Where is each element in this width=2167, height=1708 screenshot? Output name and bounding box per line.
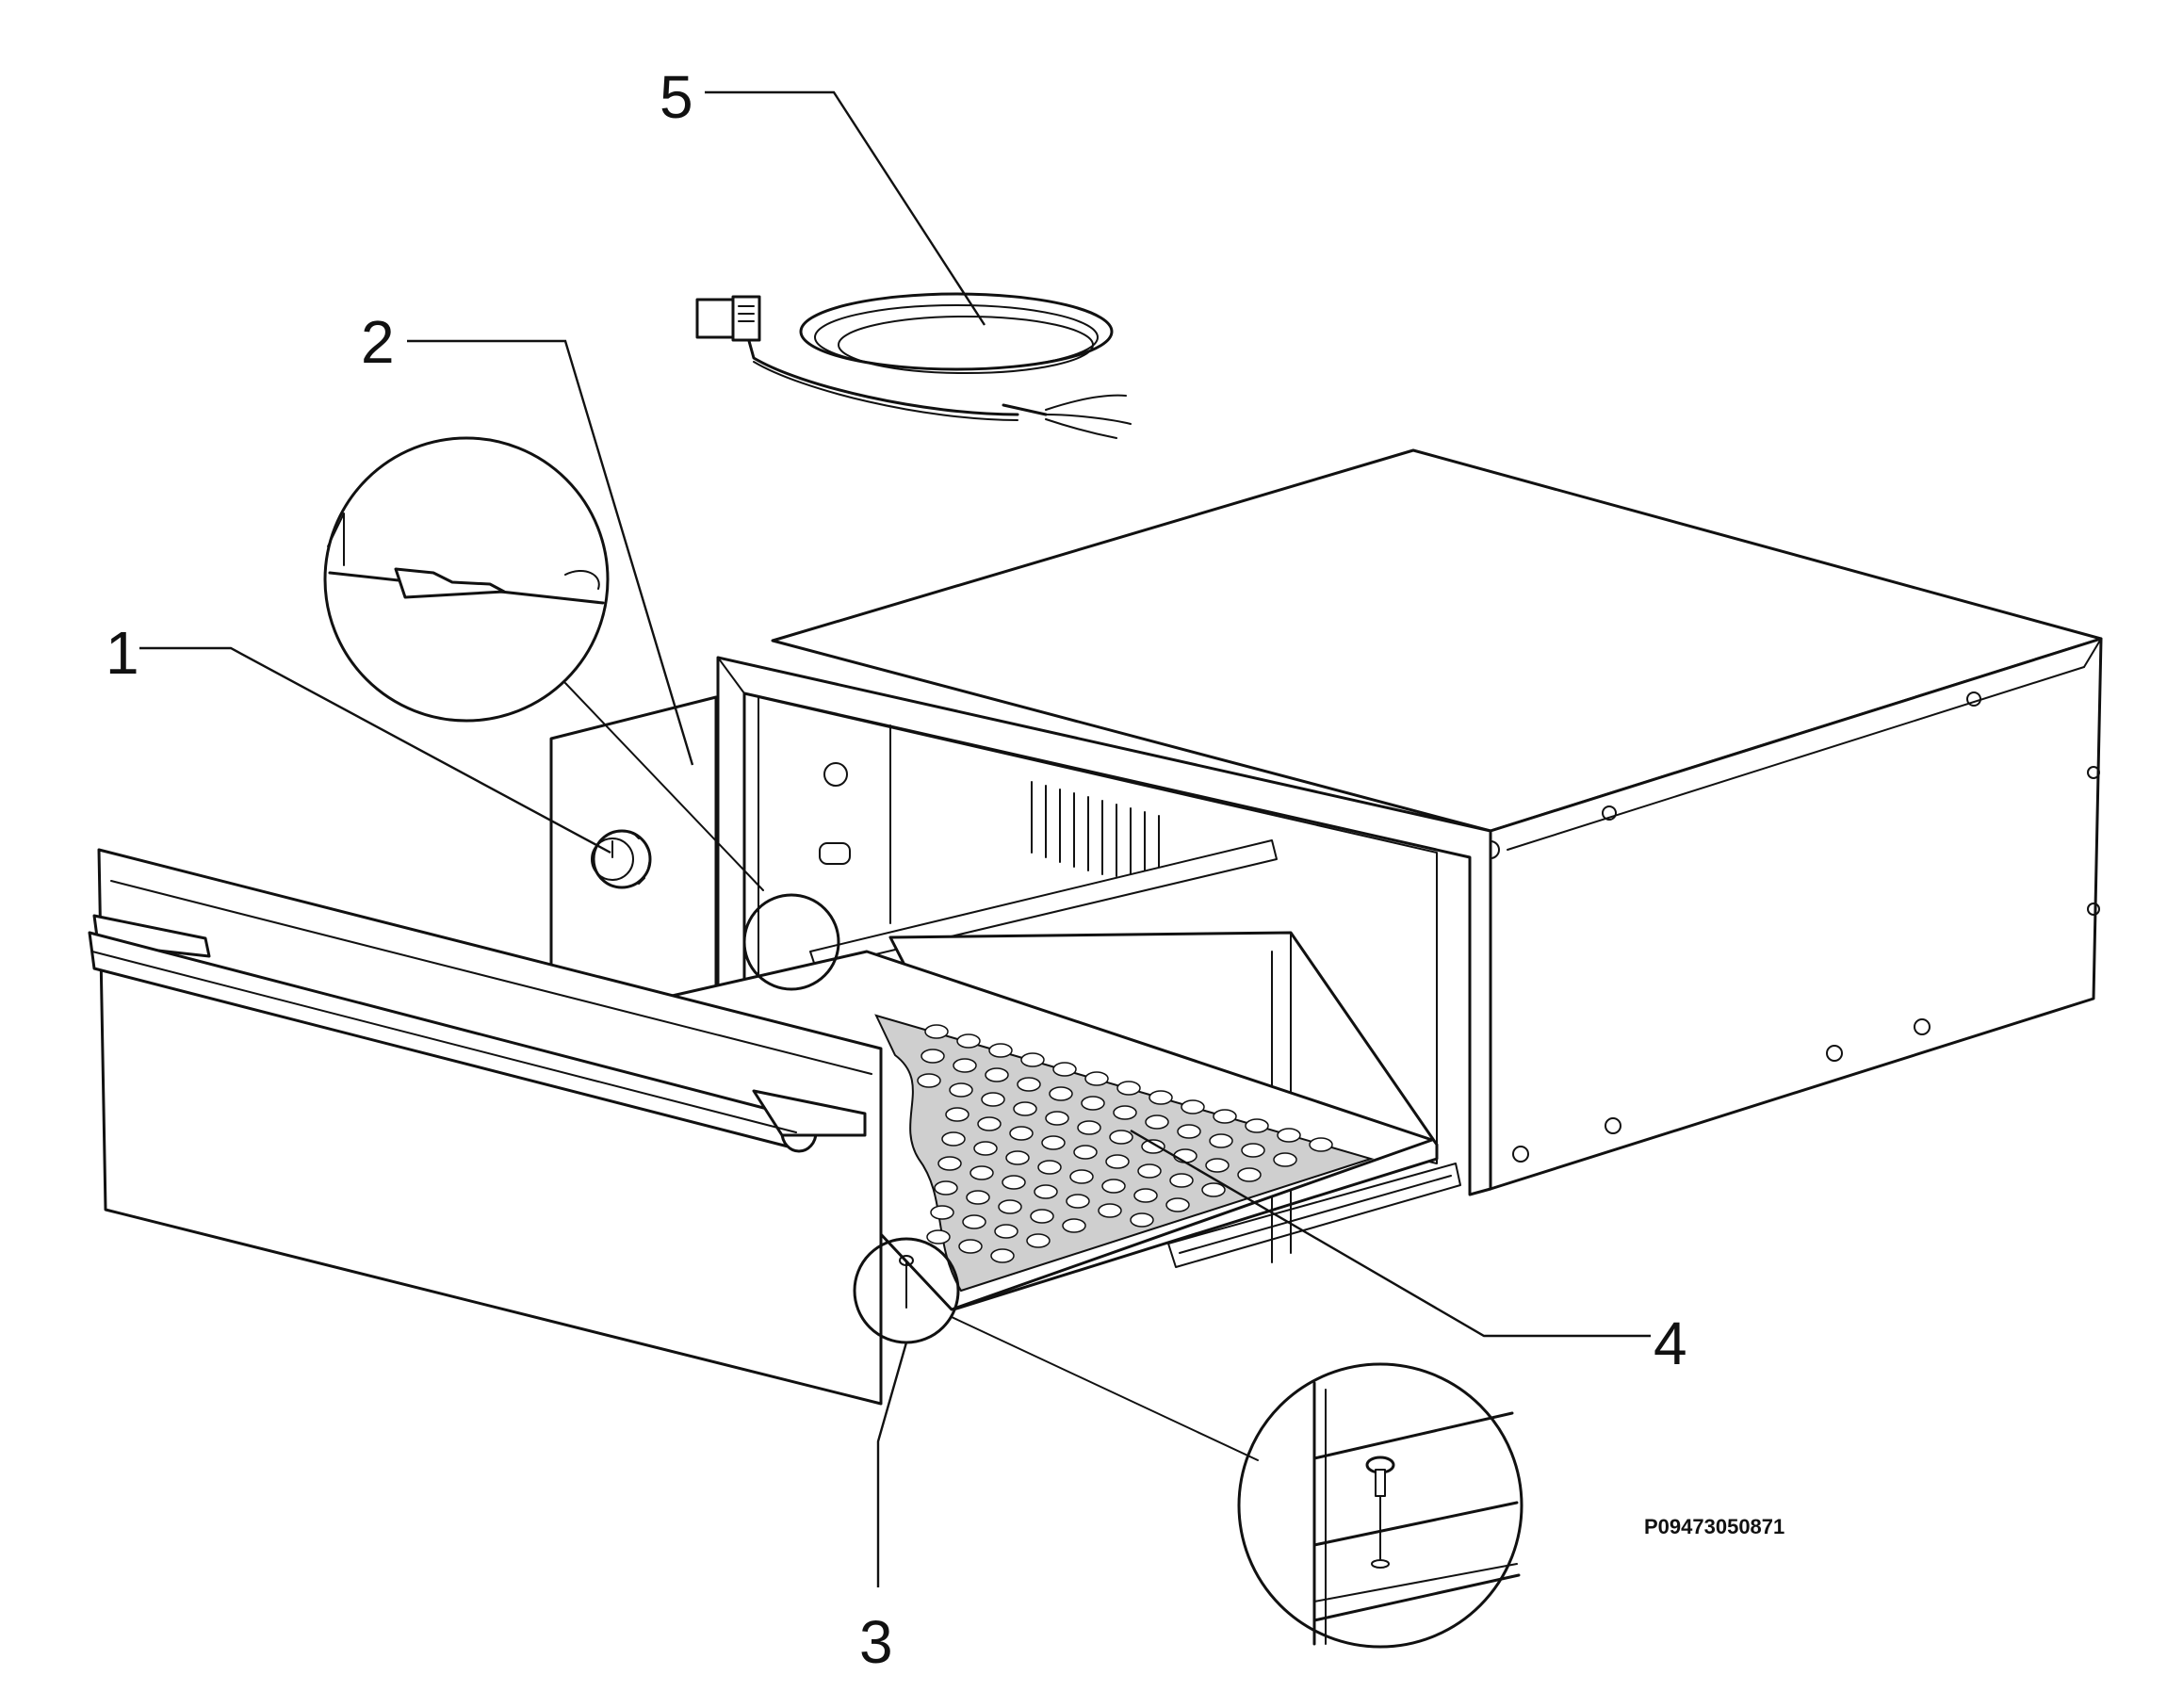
mat-dot xyxy=(990,1248,1015,1263)
mat-dot xyxy=(1273,1152,1297,1167)
mat-dot xyxy=(1049,1086,1073,1101)
mat-dot xyxy=(1209,1133,1233,1148)
drawer-handle[interactable] xyxy=(88,914,867,1153)
mat-dot xyxy=(985,1067,1009,1082)
mat-dot xyxy=(1002,1175,1026,1190)
mat-dot xyxy=(998,1199,1022,1214)
mat-dot xyxy=(1149,1090,1173,1105)
mat-dot xyxy=(1005,1150,1030,1165)
mat-dot xyxy=(1137,1163,1162,1179)
mat-dot xyxy=(924,1024,949,1039)
mat-dot xyxy=(1073,1145,1098,1160)
mat-dot xyxy=(1109,1130,1133,1145)
mat-dot xyxy=(1084,1071,1109,1086)
mat-dot xyxy=(1145,1114,1169,1130)
mat-dot xyxy=(977,1116,1002,1131)
ventilation-grille xyxy=(1031,781,1160,879)
heating-mat xyxy=(874,1014,1375,1293)
mat-dot xyxy=(1034,1184,1058,1199)
mat-dot xyxy=(1237,1167,1262,1182)
mat-dot xyxy=(1277,1128,1301,1143)
mat-dot xyxy=(926,1229,951,1244)
callout-control-knob: 1 xyxy=(106,619,139,687)
mat-dot xyxy=(1113,1105,1137,1120)
mat-dot xyxy=(1037,1160,1062,1175)
mat-dot xyxy=(1173,1148,1198,1163)
mat-dot xyxy=(981,1092,1005,1107)
mat-dot xyxy=(1066,1194,1090,1209)
mat-dot xyxy=(1116,1081,1141,1096)
mains-cable xyxy=(695,292,1132,439)
mat-dot xyxy=(1169,1173,1194,1188)
mat-dot xyxy=(1101,1179,1126,1194)
mat-dot xyxy=(958,1239,983,1254)
leader-lines xyxy=(139,90,1651,1587)
mat-dot xyxy=(966,1190,990,1205)
mat-dot xyxy=(1013,1101,1037,1116)
mat-dot xyxy=(988,1043,1013,1058)
mat-dot xyxy=(956,1033,981,1049)
mat-dot xyxy=(1177,1124,1201,1139)
mat-dot xyxy=(1141,1139,1165,1154)
mat-dot xyxy=(1241,1143,1265,1158)
cabinet-housing xyxy=(771,448,2103,1191)
mat-dot xyxy=(1205,1158,1230,1173)
mat-dot xyxy=(1052,1062,1077,1077)
mat-dot xyxy=(1069,1169,1094,1184)
mat-dot xyxy=(1105,1154,1130,1169)
mat-dot xyxy=(917,1073,941,1088)
mat-dot xyxy=(945,1107,969,1122)
mat-dot xyxy=(1062,1218,1086,1233)
mat-dot xyxy=(969,1165,994,1180)
mat-dot xyxy=(1309,1137,1333,1152)
mat-dot xyxy=(962,1214,986,1229)
mat-dot xyxy=(1181,1099,1205,1114)
mat-dot xyxy=(1213,1109,1237,1124)
mat-dot xyxy=(930,1205,954,1220)
mat-pattern xyxy=(917,1024,1333,1263)
callout-fixing-bracket: 2 xyxy=(361,308,395,376)
mat-dot xyxy=(1165,1197,1190,1212)
mat-dot xyxy=(941,1131,966,1147)
drawing-code: P09473050871 xyxy=(1644,1515,1784,1538)
mat-dot xyxy=(1020,1052,1045,1067)
callout-screw: 3 xyxy=(859,1608,893,1676)
control-knob[interactable] xyxy=(591,829,652,889)
mat-dot xyxy=(1041,1135,1066,1150)
mat-dot xyxy=(1201,1182,1226,1197)
mat-dot xyxy=(1130,1212,1154,1228)
mat-dot xyxy=(994,1224,1018,1239)
mat-dot xyxy=(1009,1126,1034,1141)
mat-dot xyxy=(953,1058,977,1073)
mat-dot xyxy=(1098,1203,1122,1218)
mat-dot xyxy=(1045,1111,1069,1126)
mat-dot xyxy=(973,1141,998,1156)
mat-dot xyxy=(1077,1120,1101,1135)
callout-cable: 5 xyxy=(660,63,693,131)
mat-dot xyxy=(1133,1188,1158,1203)
mat-dot xyxy=(1030,1209,1054,1224)
mat-dot xyxy=(949,1082,973,1098)
mat-dot xyxy=(921,1049,945,1064)
mat-dot xyxy=(1245,1118,1269,1133)
detail-circle-screw xyxy=(853,1237,1523,1649)
mat-dot xyxy=(1017,1077,1041,1092)
mat-dot xyxy=(934,1180,958,1196)
mat-dot xyxy=(1081,1096,1105,1111)
detail-circle-bracket xyxy=(323,436,840,991)
callout-mat: 4 xyxy=(1654,1309,1687,1377)
mat-dot xyxy=(1026,1233,1051,1248)
mat-dot xyxy=(937,1156,962,1171)
